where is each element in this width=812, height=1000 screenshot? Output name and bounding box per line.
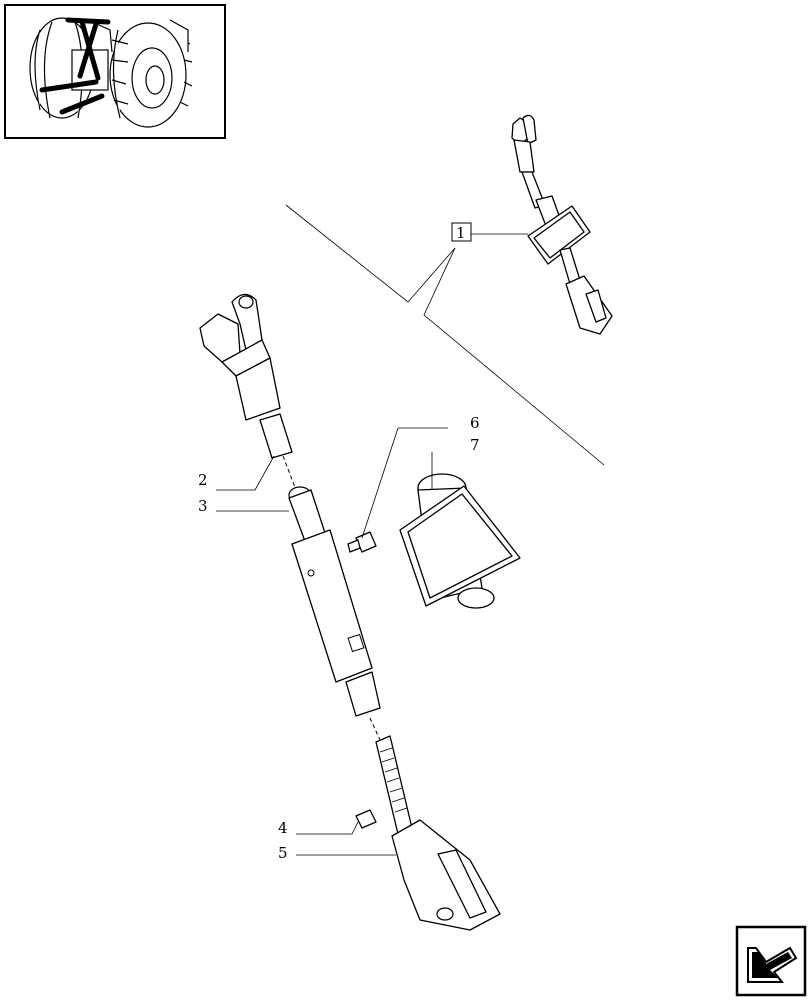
leader-lines bbox=[216, 427, 448, 856]
assembled-link-view bbox=[285, 114, 613, 466]
upper-yoke-part bbox=[199, 293, 293, 459]
next-page-arrow-icon[interactable] bbox=[735, 925, 807, 997]
callout-7: 7 bbox=[470, 436, 480, 454]
small-pin-part bbox=[347, 531, 377, 553]
reference-callout-box bbox=[451, 222, 472, 242]
callout-1: 1 bbox=[456, 224, 466, 242]
lower-clevis-part bbox=[355, 735, 501, 931]
callout-2: 2 bbox=[198, 471, 208, 489]
handle-lever-part bbox=[399, 473, 521, 609]
callout-5: 5 bbox=[278, 844, 288, 862]
turnbuckle-barrel-part bbox=[288, 486, 381, 717]
callout-6: 6 bbox=[470, 414, 480, 432]
tractor-thumbnail-icon[interactable] bbox=[4, 4, 226, 139]
callout-3: 3 bbox=[198, 497, 208, 515]
callout-4: 4 bbox=[278, 819, 288, 837]
